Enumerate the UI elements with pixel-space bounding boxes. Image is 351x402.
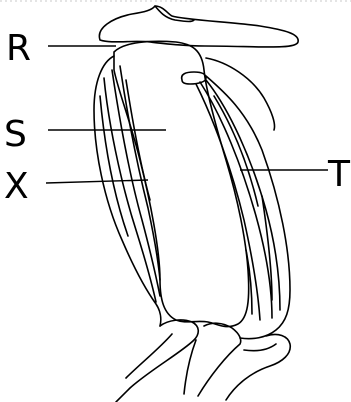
label-S: S — [4, 114, 27, 155]
label-R: R — [6, 28, 31, 69]
label-T: T — [327, 154, 351, 195]
elbow-middle-bone-edge — [184, 340, 196, 394]
shoulder-outline — [99, 6, 298, 47]
elbow-left-bone — [116, 320, 198, 402]
humerus-outline — [114, 41, 249, 326]
left-muscle-fiber-5 — [100, 96, 128, 236]
right-tendon-top — [182, 72, 206, 84]
left-muscle-fiber-1 — [104, 78, 156, 302]
left-muscle-outline — [94, 56, 161, 326]
left-muscle-fiber-2 — [112, 70, 160, 296]
elbow-right-bone — [226, 334, 290, 400]
label-X: X — [4, 166, 29, 207]
elbow-middle-bone — [198, 323, 241, 396]
elbow-right-bone-inner — [244, 344, 276, 351]
left-muscle-fiber-4 — [126, 80, 150, 200]
elbow-left-bone-inner — [126, 334, 172, 378]
